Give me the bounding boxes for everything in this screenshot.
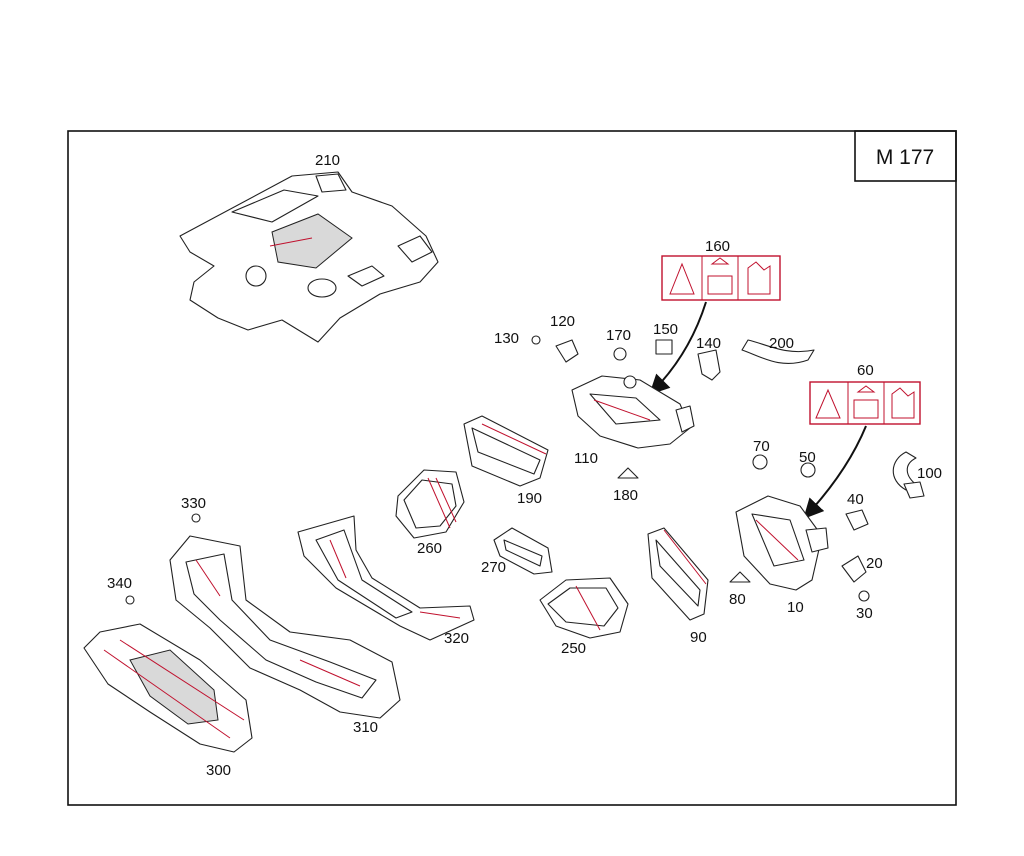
callout-130: 130 (494, 330, 519, 347)
part-200-hose[interactable] (741, 339, 815, 365)
part-170-cap[interactable] (613, 347, 627, 361)
part-130-screw[interactable] (531, 335, 541, 345)
callout-150: 150 (653, 321, 678, 338)
leader-arrow-60 (803, 425, 867, 519)
leader-arrow-160 (649, 301, 707, 395)
part-310-carrier[interactable] (169, 535, 401, 719)
callout-260: 260 (417, 540, 442, 557)
callout-20: 20 (866, 555, 883, 572)
callout-70: 70 (753, 438, 770, 455)
engine-code-text: M 177 (876, 146, 934, 169)
callout-340: 340 (107, 575, 132, 592)
part-110-air-filter-housing[interactable] (571, 375, 695, 449)
part-330-screw[interactable] (191, 513, 201, 523)
part-100-hose[interactable] (892, 451, 925, 499)
callout-10: 10 (787, 599, 804, 616)
callout-250: 250 (561, 640, 586, 657)
callout-300: 300 (206, 762, 231, 779)
part-270-duct-bracket[interactable] (493, 527, 553, 575)
callout-90: 90 (690, 629, 707, 646)
part-190-filter-element[interactable] (463, 415, 549, 487)
part-340-screw[interactable] (125, 595, 135, 605)
callout-320: 320 (444, 630, 469, 647)
engine-code-badge: M 177 (854, 130, 957, 182)
callout-310: 310 (353, 719, 378, 736)
callout-120: 120 (550, 313, 575, 330)
callout-330: 330 (181, 495, 206, 512)
part-140-connector[interactable] (697, 349, 721, 381)
callout-50: 50 (799, 449, 816, 466)
part-60-warning-label[interactable] (809, 381, 921, 425)
part-20-actuator[interactable] (841, 555, 867, 583)
callout-60: 60 (857, 362, 874, 379)
part-80-mount[interactable] (729, 571, 751, 583)
callout-140: 140 (696, 335, 721, 352)
part-10-air-filter-housing[interactable] (735, 495, 829, 591)
callout-210: 210 (315, 152, 340, 169)
callout-270: 270 (481, 559, 506, 576)
callout-110: 110 (574, 450, 598, 467)
part-150-cap[interactable] (655, 339, 673, 355)
callout-100: 100 (917, 465, 942, 482)
callout-160: 160 (705, 238, 730, 255)
part-300-lower-housing[interactable] (83, 623, 253, 753)
callout-30: 30 (856, 605, 873, 622)
part-210-engine-cover[interactable] (179, 171, 439, 343)
part-30-screw[interactable] (858, 590, 870, 602)
part-120-actuator[interactable] (555, 339, 579, 363)
part-160-warning-label[interactable] (661, 255, 781, 301)
part-260-intake-duct[interactable] (395, 469, 465, 539)
callout-200: 200 (769, 335, 794, 352)
callout-180: 180 (613, 487, 638, 504)
diagram-frame (67, 130, 957, 806)
part-90-filter-element[interactable] (647, 527, 709, 621)
part-320-air-guide[interactable] (297, 515, 475, 641)
callout-40: 40 (847, 491, 864, 508)
part-180-mount[interactable] (617, 467, 639, 479)
callout-80: 80 (729, 591, 746, 608)
part-70-cap[interactable] (752, 454, 768, 470)
callout-190: 190 (517, 490, 542, 507)
part-40-connector[interactable] (845, 509, 869, 531)
part-250-intake-duct[interactable] (539, 577, 629, 639)
part-50-cap[interactable] (800, 462, 816, 478)
callout-170: 170 (606, 327, 631, 344)
